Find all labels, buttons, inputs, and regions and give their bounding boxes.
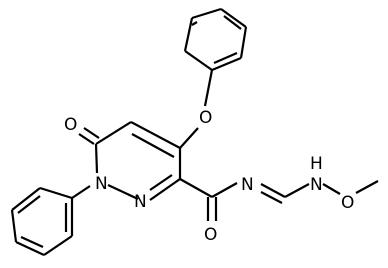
bond (94, 143, 99, 174)
bond (239, 26, 248, 59)
bond (179, 127, 199, 149)
atom-labels: O O N N O N H N O (64, 108, 354, 245)
bond (71, 185, 91, 199)
bond (322, 183, 341, 195)
bond (149, 178, 181, 201)
bond (260, 183, 286, 198)
bond (10, 209, 18, 243)
bond (15, 241, 45, 256)
bond (78, 133, 95, 145)
amine-nitrogen-label: N (310, 175, 323, 195)
bond (260, 191, 283, 204)
bond (191, 7, 222, 20)
bond (11, 187, 41, 211)
ring-n1-label: N (95, 174, 108, 194)
bond (284, 183, 310, 198)
bond (213, 51, 238, 65)
amine-hydrogen-label: H (310, 154, 323, 174)
bonds (10, 7, 379, 256)
bond (211, 56, 242, 72)
bond (179, 178, 213, 198)
bond (107, 184, 139, 200)
methoxy-oxygen-label: O (341, 193, 354, 213)
bond (220, 8, 247, 28)
ring-n2-label: N (134, 192, 147, 212)
phenoxy-oxygen-label: O (199, 108, 212, 128)
bond (191, 21, 198, 26)
ring-oxo-oxygen-label: O (64, 115, 77, 135)
bond (83, 127, 100, 139)
bond (203, 69, 214, 107)
bond (43, 235, 73, 256)
bond (149, 174, 173, 191)
bond (183, 17, 194, 52)
bond (17, 195, 41, 214)
bond (95, 121, 132, 145)
bond (131, 133, 175, 158)
bond (223, 15, 242, 30)
bond (355, 180, 379, 194)
imine-nitrogen-label: N (241, 175, 254, 195)
bond (39, 186, 73, 200)
bond (130, 121, 181, 149)
bond (211, 182, 238, 198)
bond (20, 235, 44, 249)
bond (184, 50, 213, 71)
amide-oxygen-label: O (204, 225, 217, 245)
